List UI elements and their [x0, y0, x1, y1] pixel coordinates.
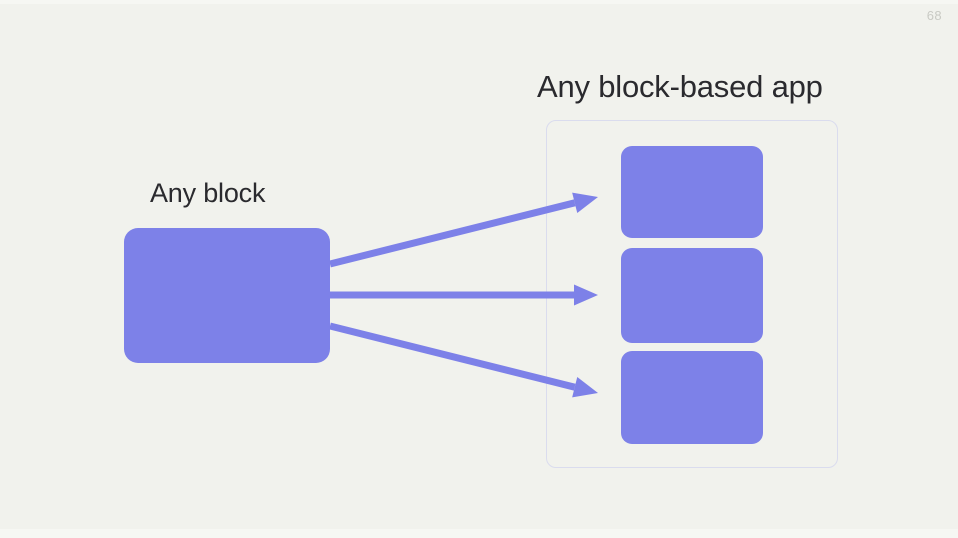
page-number: 68 [926, 8, 942, 23]
arrow-to-block-3-shaft [329, 322, 576, 391]
top-edge-band [0, 0, 958, 4]
arrow-to-block-2-shaft [330, 291, 574, 299]
target-block-1 [621, 146, 763, 238]
target-block-3 [621, 351, 763, 444]
bottom-edge-band [0, 529, 958, 538]
source-block [124, 228, 330, 363]
target-block-2 [621, 248, 763, 343]
app-container-title: Any block-based app [537, 69, 823, 104]
arrow-to-block-1-shaft [329, 199, 576, 268]
left-block-title: Any block [150, 178, 266, 208]
